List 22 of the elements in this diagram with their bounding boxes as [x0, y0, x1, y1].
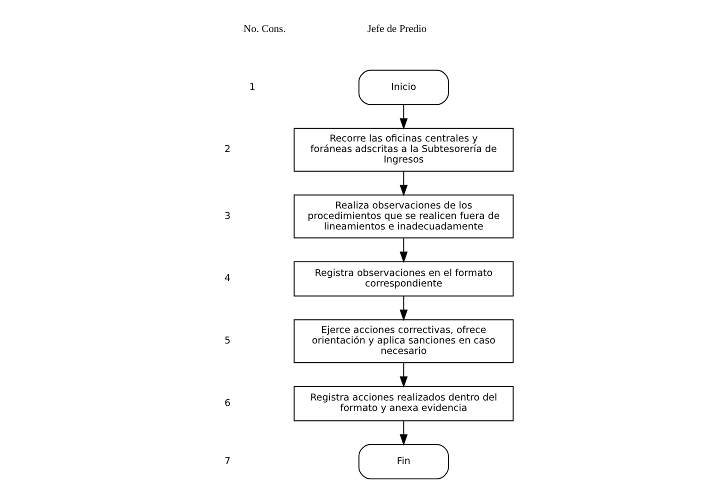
arrow	[400, 170, 408, 196]
arrow	[400, 362, 408, 388]
arrow	[400, 420, 408, 446]
arrow	[400, 238, 408, 264]
node-box: Registra acciones realizados dentro del formato y anexa evidencia	[294, 386, 514, 422]
label: 7	[224, 456, 231, 468]
arrow	[400, 296, 408, 322]
label: No. Cons.	[244, 24, 286, 36]
node-box: Fin	[358, 444, 449, 480]
node-box: Registra observaciones en el formato correspondiente	[294, 261, 514, 296]
node-box: Realiza observaciones de los procedimientos que se realicen fuera de lineamientos e inadecuadamente	[294, 194, 514, 238]
node-box: Recorre las oficinas centrales y foráneas adscritas a la Subtesorería de Ingresos	[294, 128, 514, 172]
label: 5	[224, 336, 231, 347]
label: 6	[224, 398, 231, 409]
label: Jefe de Predio	[367, 24, 427, 36]
arrow	[400, 104, 408, 130]
label: 1	[249, 82, 256, 93]
label: 2	[224, 144, 231, 156]
node-box: Inicio	[358, 70, 449, 106]
label: 4	[224, 273, 231, 284]
node-box: Ejerce acciones correctivas, ofrece orientación y aplica sanciones en caso necesario	[294, 319, 514, 364]
label: 3	[224, 210, 231, 222]
